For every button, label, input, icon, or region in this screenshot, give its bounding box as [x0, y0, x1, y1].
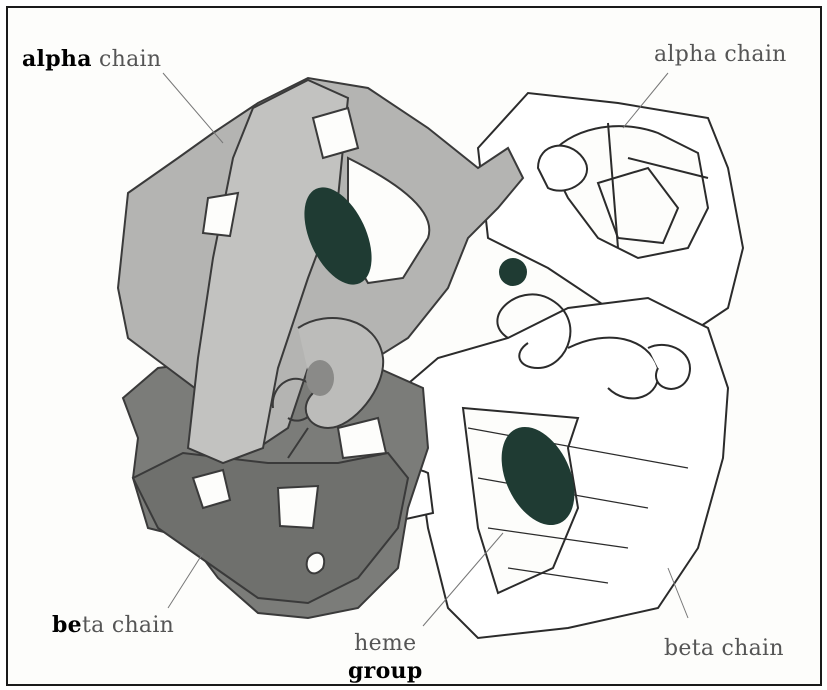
figure-frame: alpha chain alpha chain beta chain heme … — [6, 6, 822, 686]
label-alpha-chain-right: alpha chain — [654, 44, 787, 66]
hemoglobin-illustration — [8, 8, 820, 684]
label-beta-chain-left: beta chain — [52, 614, 174, 637]
label-heme-group: heme group — [348, 630, 423, 685]
label-alpha-chain-left: alpha chain — [22, 48, 161, 71]
label-beta-chain-right: beta chain — [664, 638, 784, 660]
alpha-chain-right — [478, 93, 743, 328]
heme-alpha-right — [499, 258, 527, 286]
heme-beta-left — [306, 360, 334, 396]
